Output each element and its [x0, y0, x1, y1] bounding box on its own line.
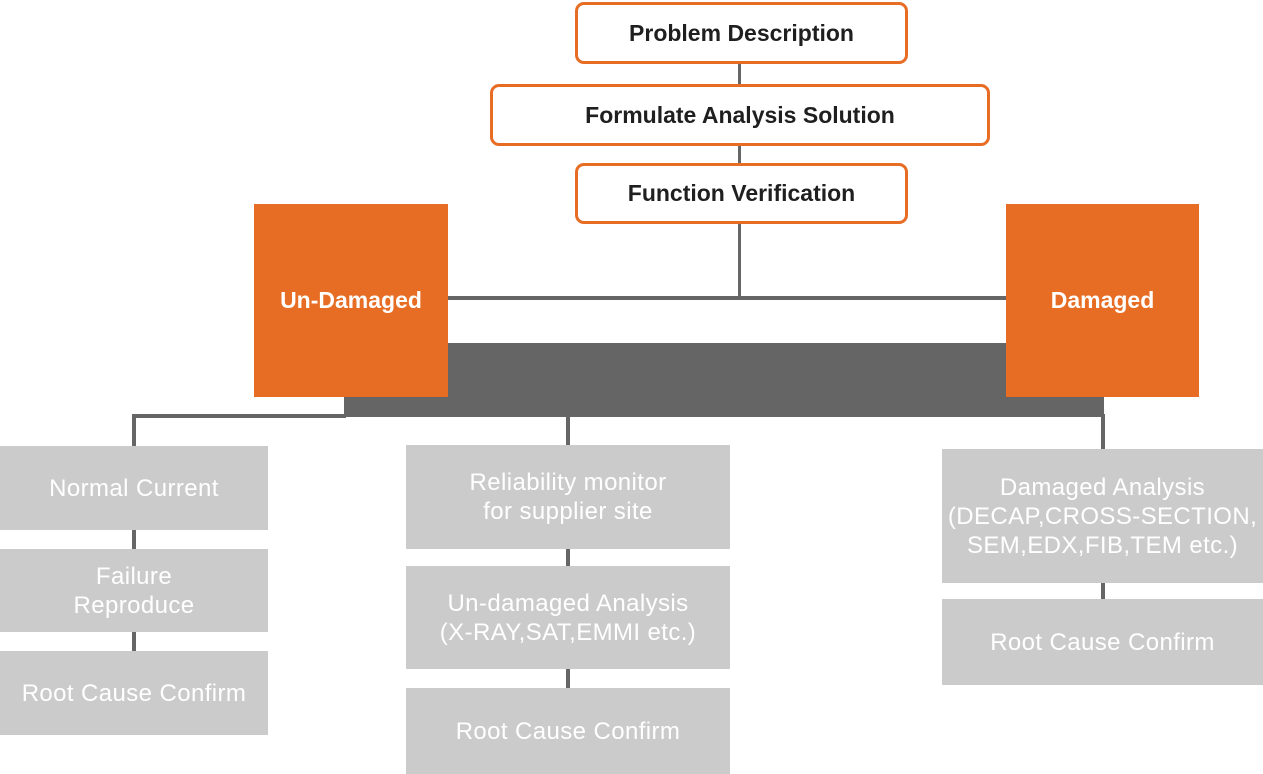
- step-damaged-analysis: Damaged Analysis (DECAP,CROSS-SECTION, S…: [942, 449, 1263, 583]
- connector-band-to-left-column-horizontal: [132, 414, 346, 418]
- connector-left-step1-step2: [132, 530, 136, 549]
- connector-problem-to-formulate: [738, 63, 741, 84]
- connector-formulate-to-verification: [738, 146, 741, 164]
- connector-band-to-middle-column: [566, 416, 570, 445]
- connector-left-step2-step3: [132, 632, 136, 651]
- step-reliability-monitor: Reliability monitor for supplier site: [406, 445, 730, 549]
- connector-middle-step2-step3: [566, 669, 570, 688]
- node-problem-description: Problem Description: [575, 2, 908, 64]
- step-root-cause-confirm-right: Root Cause Confirm: [942, 599, 1263, 685]
- step-normal-current: Normal Current: [0, 446, 268, 530]
- connector-verification-to-branch-line: [738, 224, 741, 299]
- node-function-verification: Function Verification: [575, 163, 908, 224]
- step-root-cause-confirm-middle: Root Cause Confirm: [406, 688, 730, 774]
- connector-right-step1-step2: [1101, 583, 1105, 599]
- step-un-damaged-analysis: Un-damaged Analysis (X-RAY,SAT,EMMI etc.…: [406, 566, 730, 669]
- connector-band-to-left-column-vertical: [132, 414, 136, 447]
- connector-band-to-right-column: [1101, 414, 1105, 449]
- step-failure-reproduce: Failure Reproduce: [0, 549, 268, 632]
- node-formulate-analysis-solution: Formulate Analysis Solution: [490, 84, 990, 146]
- branch-damaged: Damaged: [1006, 204, 1199, 397]
- step-root-cause-confirm-left: Root Cause Confirm: [0, 651, 268, 735]
- dark-band: [344, 343, 1104, 417]
- connector-branch-horizontal: [448, 296, 1006, 300]
- branch-un-damaged: Un-Damaged: [254, 204, 448, 397]
- connector-middle-step1-step2: [566, 549, 570, 566]
